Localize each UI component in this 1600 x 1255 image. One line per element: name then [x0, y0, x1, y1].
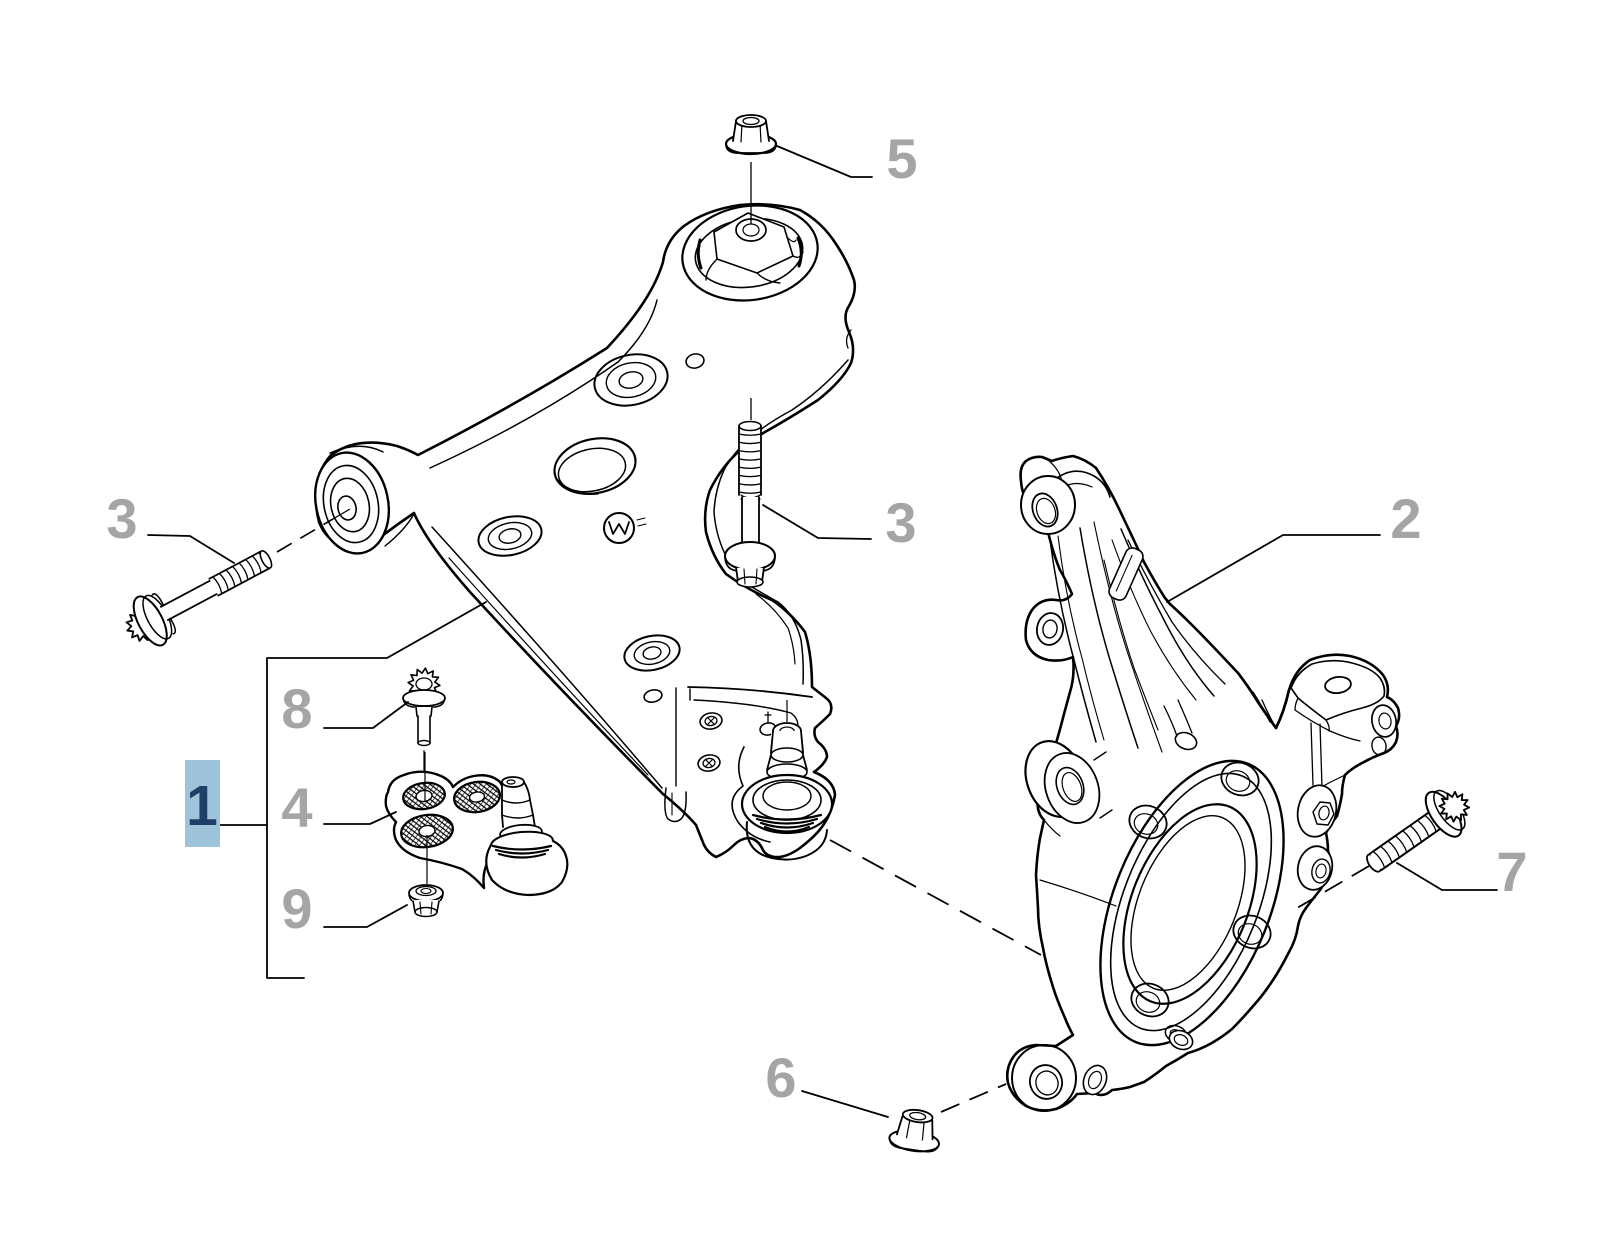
svg-text:6: 6: [765, 1046, 796, 1109]
svg-text:7: 7: [1496, 840, 1527, 903]
svg-text:5: 5: [886, 127, 917, 190]
svg-text:1: 1: [186, 774, 218, 838]
svg-text:3: 3: [885, 491, 916, 554]
svg-text:9: 9: [281, 877, 312, 940]
svg-text:8: 8: [281, 677, 312, 740]
svg-text:4: 4: [281, 776, 312, 839]
svg-text:2: 2: [1390, 487, 1421, 550]
svg-text:3: 3: [106, 487, 137, 550]
